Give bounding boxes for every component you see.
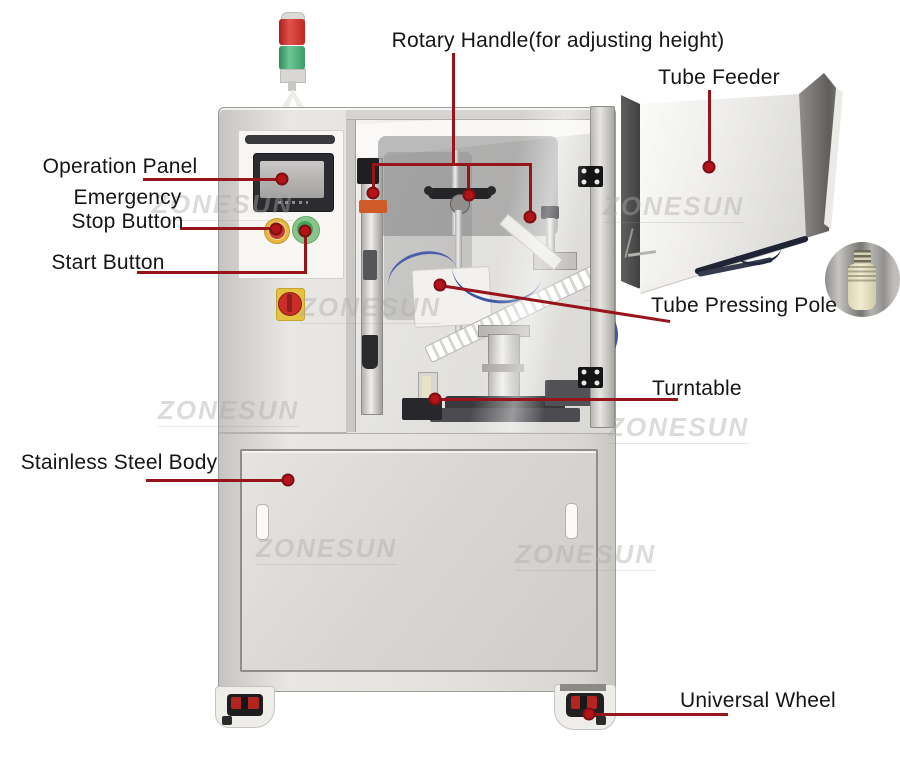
hinge-top [578,166,603,187]
wheel-left-stripe [241,697,248,709]
watermark: ZONESUN [608,412,750,444]
wheel-right-stripe [580,696,587,709]
callout-start-button-label: Start Button [51,251,165,274]
door-handle-left [256,504,269,540]
watermark: ZONESUN [300,292,442,324]
watermark: ZONESUN [158,395,300,427]
callout-turntable-label: Turntable [652,377,742,400]
callout-start-button-line [304,231,307,274]
rotary-handle-knob-right [487,186,496,195]
callout-tube-feeder-dot [702,160,716,174]
callout-rotary-handle-line [529,163,532,217]
enclosure-top-rail [346,110,613,120]
callout-stainless-steel-body-dot [281,473,295,487]
callout-rotary-handle-line [372,163,532,166]
tube-closeup-inset [825,242,900,317]
held-tube [422,376,431,398]
callout-rotary-handle-label: Rotary Handle(for adjusting height) [391,29,725,52]
watermark: ZONESUN [515,539,657,571]
wheel-right-foot [596,716,606,725]
callout-turntable-line [435,398,678,401]
callout-universal-wheel-label: Universal Wheel [680,689,836,712]
rotary-handle-knob-left [424,186,433,195]
hinge-bottom [578,367,603,388]
wheel-left-foot [222,716,232,725]
tower-pole [288,81,296,91]
vent-slot [245,135,335,144]
blue-tube-3 [545,300,618,370]
callout-start-button-dot [298,224,312,238]
callout-rotary-handle-dot [366,186,380,200]
callout-universal-wheel-dot [582,707,596,721]
emergency-stop-label-line1: Emergency [73,186,182,209]
callout-tube-pressing-pole-dot [433,278,447,292]
rail-carriage [363,250,377,280]
watermark: ZONESUN [152,189,294,221]
secondary-post [546,218,555,254]
callout-turntable-dot [428,392,442,406]
tower-green-light [279,46,305,70]
callout-rotary-handle-line [467,163,470,195]
callout-emergency-stop-line [180,227,276,230]
glass-reflection [346,110,613,432]
callout-universal-wheel-line [589,713,728,716]
touchscreen-buttons [278,201,308,204]
feeder-back-wall [621,95,640,289]
callout-tube-feeder-line [708,90,711,167]
callout-rotary-handle-line [452,53,455,166]
callout-operation-panel-label: Operation Panel [42,155,198,178]
callout-emergency-stop-dot [269,222,283,236]
callout-rotary-handle-line [372,163,375,193]
wheel-right-plate [560,684,606,691]
door-handle-right [565,503,578,539]
power-switch-handle [287,294,292,312]
callout-operation-panel-dot [275,172,289,186]
cabinet-door [240,449,598,672]
callout-start-button-line [137,271,307,274]
callout-rotary-handle-dot [462,188,476,202]
watermark: ZONESUN [603,191,745,223]
emergency-stop-label-line2: Stop Button [71,209,184,233]
filling-nozzle [362,335,378,369]
enclosure-left-post [346,110,356,432]
callout-operation-panel-line [143,178,282,181]
callout-rotary-handle-dot [523,210,537,224]
callout-stainless-steel-body-label: Stainless Steel Body [20,451,218,474]
callout-stainless-steel-body-line [146,479,289,482]
machine-base-plate [430,408,580,422]
tower-red-light [279,19,305,45]
inset-tube-threads [854,250,871,265]
secondary-knob [541,206,559,219]
orange-clamp [359,200,387,213]
signal-tower [270,5,320,112]
inset-tube-ribs [848,266,876,283]
rotary-handle-bar [428,188,492,199]
callout-tube-feeder-label: Tube Feeder [658,66,780,89]
turntable-mid-flange [482,364,524,372]
watermark: ZONESUN [256,533,398,565]
callout-emergency-stop-label: Emergency Stop Button [45,186,210,233]
callout-tube-pressing-pole-label: Tube Pressing Pole [651,294,838,317]
